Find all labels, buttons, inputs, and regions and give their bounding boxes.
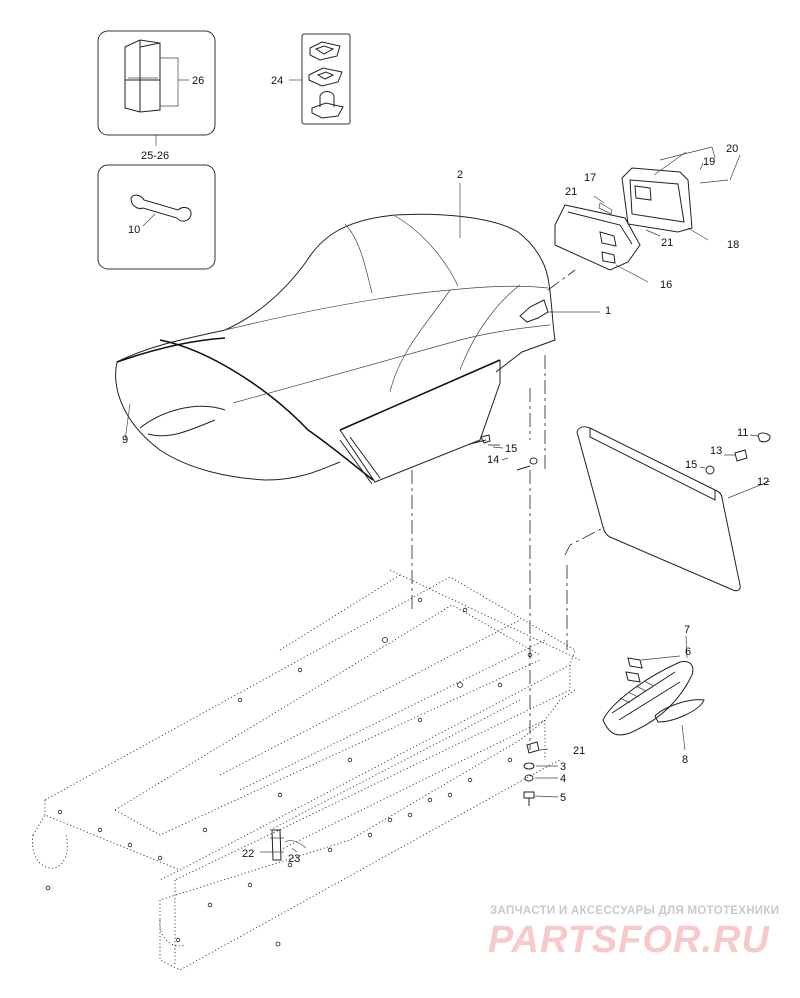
leader-lines bbox=[124, 183, 461, 441]
callout-7: 7 bbox=[684, 624, 690, 636]
inset-box-25-26 bbox=[97, 30, 216, 146]
watermark-brand: PARTSFOR.RU bbox=[488, 919, 770, 961]
callout-1: 1 bbox=[605, 305, 611, 317]
callout-11: 11 bbox=[737, 427, 748, 439]
frame-tunnel bbox=[32, 569, 581, 971]
watermark: ЗАПЧАСТИ И АКСЕССУАРЫ ДЛЯ МОТОТЕХНИКИ PA… bbox=[488, 905, 779, 961]
inset-box-tool bbox=[97, 164, 216, 270]
callout-21a: 21 bbox=[565, 186, 577, 198]
callout-14: 14 bbox=[487, 454, 499, 466]
snowflap-assembly bbox=[576, 426, 771, 592]
callout-3: 3 bbox=[560, 761, 566, 773]
callout-15b: 15 bbox=[685, 459, 697, 471]
callout-5: 5 bbox=[560, 792, 566, 804]
callout-20: 20 bbox=[726, 143, 738, 155]
callout-9: 9 bbox=[122, 434, 128, 446]
callout-2: 2 bbox=[457, 169, 463, 181]
callout-12: 12 bbox=[757, 476, 769, 488]
side-trim-assembly bbox=[602, 635, 705, 751]
taillight-assembly bbox=[554, 146, 741, 283]
callout-17: 17 bbox=[584, 172, 596, 184]
callout-6: 6 bbox=[685, 646, 691, 658]
callouts: 1 2 3 4 5 6 7 8 9 10 11 12 13 14 15 15 1… bbox=[122, 75, 769, 865]
watermark-tagline: ЗАПЧАСТИ И АКСЕССУАРЫ ДЛЯ МОТОТЕХНИКИ bbox=[490, 905, 779, 917]
callout-19: 19 bbox=[703, 156, 715, 168]
callout-15a: 15 bbox=[505, 443, 517, 455]
callout-24: 24 bbox=[271, 75, 283, 87]
callout-10: 10 bbox=[128, 224, 140, 236]
callout-4: 4 bbox=[560, 773, 566, 785]
inset-box-24 bbox=[289, 33, 351, 125]
callout-26: 26 bbox=[192, 75, 204, 87]
bracket-22-23 bbox=[260, 829, 307, 861]
fasteners bbox=[469, 434, 559, 806]
callout-18: 18 bbox=[727, 239, 739, 251]
seat-assembly bbox=[115, 213, 600, 485]
callout-13: 13 bbox=[710, 445, 722, 457]
callout-16: 16 bbox=[660, 279, 672, 291]
callout-21b: 21 bbox=[661, 237, 673, 249]
callout-22: 22 bbox=[242, 848, 254, 860]
callout-21c: 21 bbox=[573, 745, 585, 757]
alignment-lines bbox=[411, 269, 606, 750]
callout-8: 8 bbox=[682, 754, 688, 766]
callout-23: 23 bbox=[288, 853, 300, 865]
callout-25-26: 25-26 bbox=[141, 150, 169, 162]
